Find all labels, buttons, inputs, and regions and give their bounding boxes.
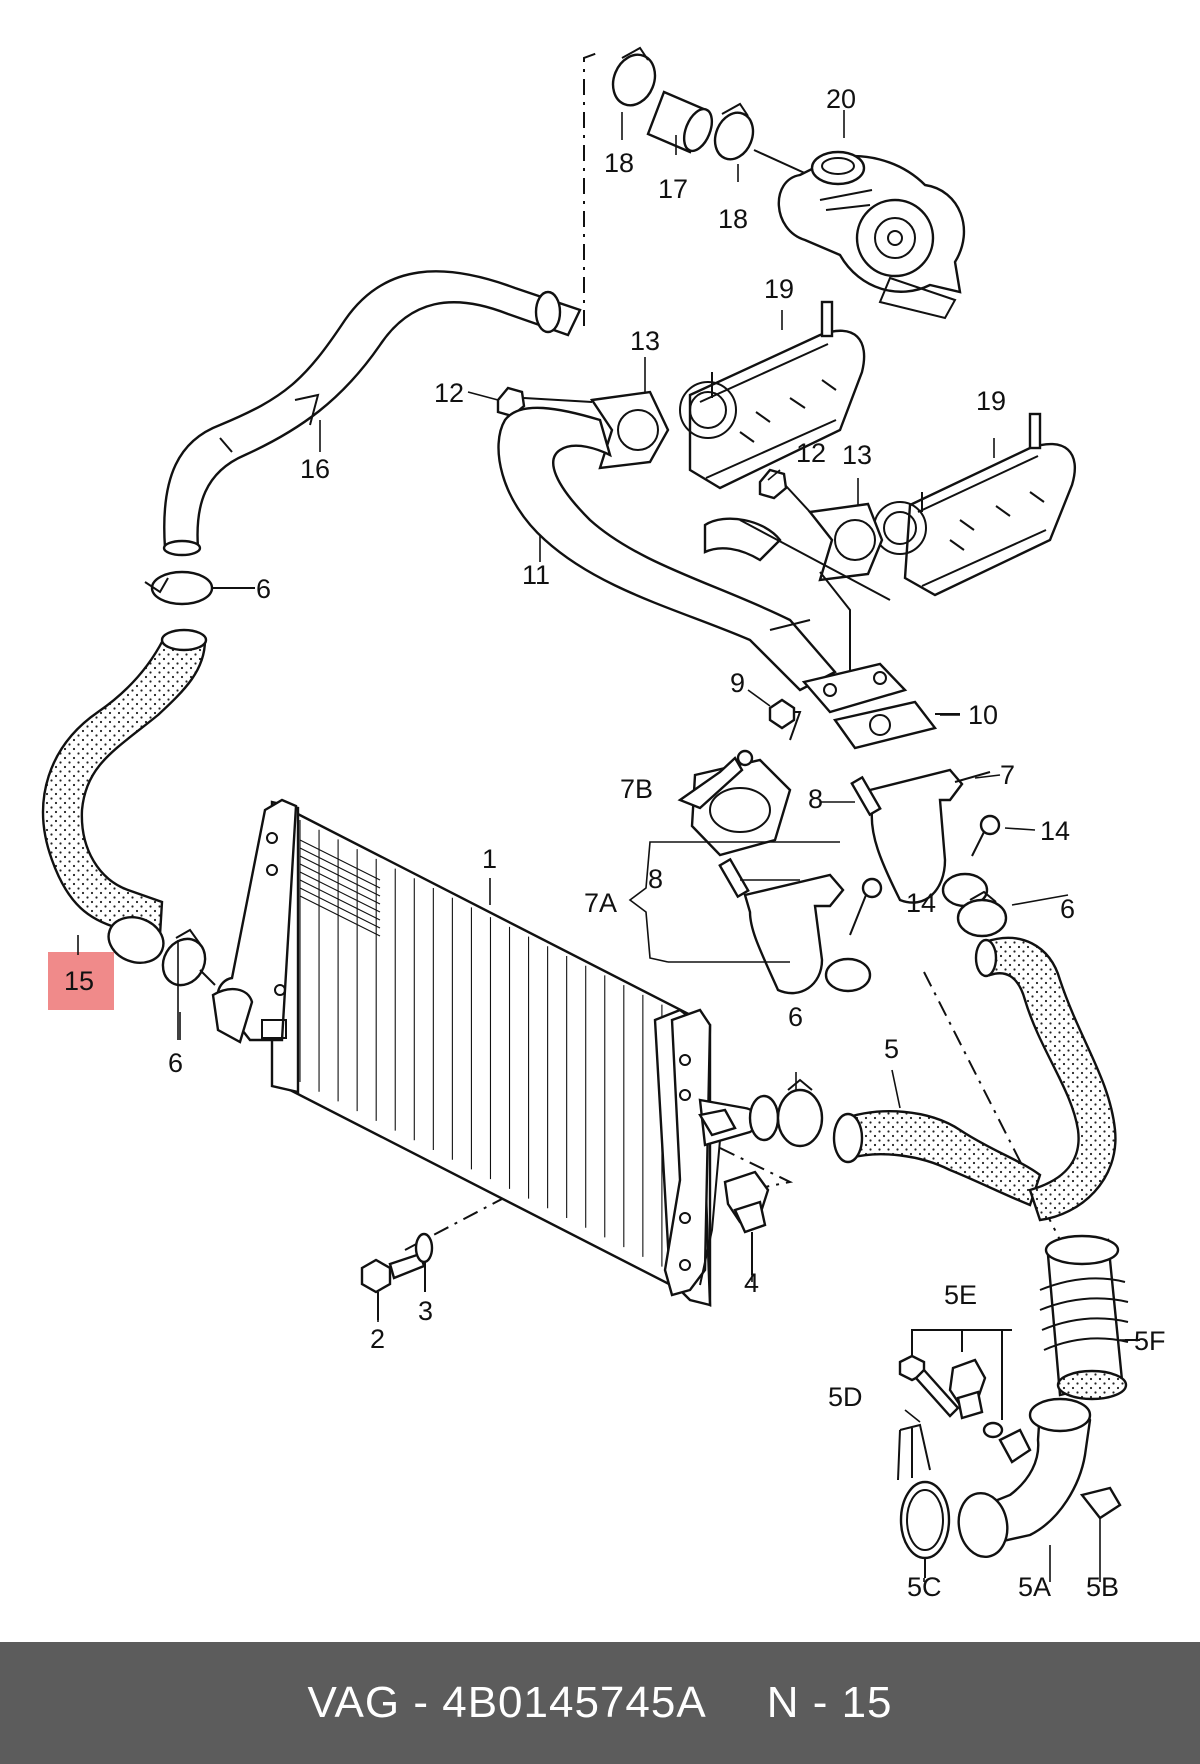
label-16: 16	[300, 454, 330, 484]
label-12-upper: 12	[434, 378, 464, 408]
label-6-upper: 6	[256, 574, 271, 604]
label-8-upper: 8	[808, 784, 823, 814]
label-6-right: 6	[1060, 894, 1075, 924]
label-6-outlet: 6	[788, 1002, 803, 1032]
pipe-5a	[957, 1397, 1122, 1558]
turbocharger-20	[777, 150, 966, 320]
part-labels: 1 2 3 4 5 5A 5B 5C 5D 5E 5F 6 6 6 6 7 7A…	[64, 84, 1166, 1602]
label-19-upper: 19	[764, 274, 794, 304]
bolt-2	[360, 1252, 426, 1320]
brace-7a-lines	[668, 841, 840, 963]
nut-9-gasket-10	[768, 698, 960, 750]
pipe-16	[162, 270, 582, 557]
gaskets-13-nuts-12	[496, 386, 884, 582]
label-2: 2	[370, 1324, 385, 1354]
label-5: 5	[884, 1034, 899, 1064]
label-6-left: 6	[168, 1048, 183, 1078]
washer-3	[414, 1232, 434, 1292]
label-18-left: 18	[604, 148, 634, 178]
hose-5	[832, 890, 1117, 1222]
leader-lines	[77, 110, 1135, 1582]
label-5c: 5C	[907, 1572, 942, 1602]
label-7: 7	[1000, 760, 1015, 790]
hose-15	[41, 628, 208, 964]
flange-7a	[718, 857, 883, 995]
label-11: 11	[522, 560, 550, 590]
label-9: 9	[730, 668, 745, 698]
label-20: 20	[826, 84, 856, 114]
manifold-19-lower	[873, 412, 1077, 597]
label-10: 10	[968, 700, 998, 730]
label-4: 4	[744, 1268, 759, 1298]
footer-page-number: N - 15	[766, 1678, 893, 1727]
intercooler-1	[211, 798, 780, 1307]
label-5d: 5D	[828, 1382, 863, 1412]
label-18-right: 18	[718, 204, 748, 234]
label-5a: 5A	[1018, 1572, 1051, 1602]
brace-7a	[628, 841, 669, 963]
clamp-6-right	[776, 1078, 824, 1148]
clamp-6-upper	[144, 570, 255, 606]
sensor-5e	[898, 1329, 1012, 1439]
exploded-parts-diagram: 1 2 3 4 5 5A 5B 5C 5D 5E 5F 6 6 6 6 7 7A…	[41, 46, 1166, 1602]
clip-5d	[897, 1423, 931, 1481]
label-8-lower: 8	[648, 864, 663, 894]
label-15: 15	[64, 966, 94, 996]
footer-bar: VAG - 4B0145745A N - 15	[0, 1642, 1200, 1764]
bellows-5f	[1039, 1234, 1140, 1401]
label-13-upper: 13	[630, 326, 660, 356]
seal-5c	[899, 1480, 951, 1578]
label-19-lower: 19	[976, 386, 1006, 416]
label-5b: 5B	[1086, 1572, 1119, 1602]
highlight-part-15[interactable]	[48, 952, 114, 1010]
flange-7b	[677, 749, 792, 857]
label-12-lower: 12	[796, 438, 826, 468]
flange-7	[850, 768, 1001, 908]
label-5e: 5E	[944, 1280, 977, 1310]
label-3: 3	[418, 1296, 433, 1326]
clamp-6-left	[161, 928, 216, 987]
label-7b: 7B	[620, 774, 653, 804]
manifold-19-upper	[679, 300, 866, 490]
label-5f: 5F	[1134, 1326, 1166, 1356]
label-7a: 7A	[584, 888, 617, 918]
label-13-lower: 13	[842, 440, 872, 470]
label-17: 17	[658, 174, 688, 204]
label-14-lower: 14	[906, 888, 936, 918]
label-14-upper: 14	[1040, 816, 1070, 846]
coupling-17-clamps-18	[611, 46, 821, 181]
footer-part-number: VAG - 4B0145745A	[307, 1678, 707, 1727]
pipe-11	[497, 406, 908, 714]
label-1: 1	[482, 844, 497, 874]
sensor-4	[723, 1170, 770, 1275]
